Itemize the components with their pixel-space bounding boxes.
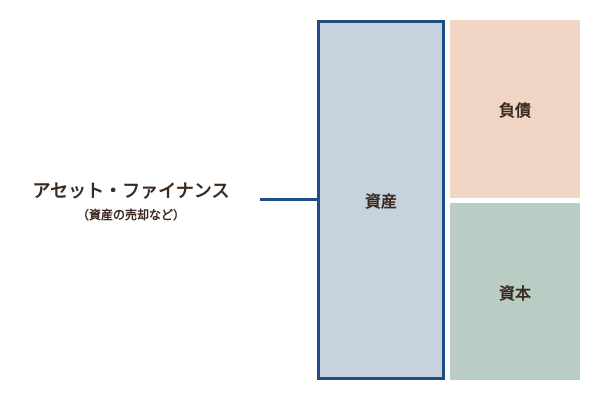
equity-box: 資本: [450, 203, 580, 380]
equity-label: 資本: [498, 283, 531, 303]
asset-finance-title: アセット・ファイナンス: [32, 181, 230, 202]
liabilities-label: 負債: [498, 101, 531, 120]
assets-box: 資産: [317, 20, 445, 380]
connector-line: [260, 198, 318, 201]
asset-finance-subtitle: （資産の売却など）: [76, 208, 185, 222]
assets-label: 資産: [364, 192, 397, 211]
liabilities-box: 負債: [450, 20, 580, 198]
